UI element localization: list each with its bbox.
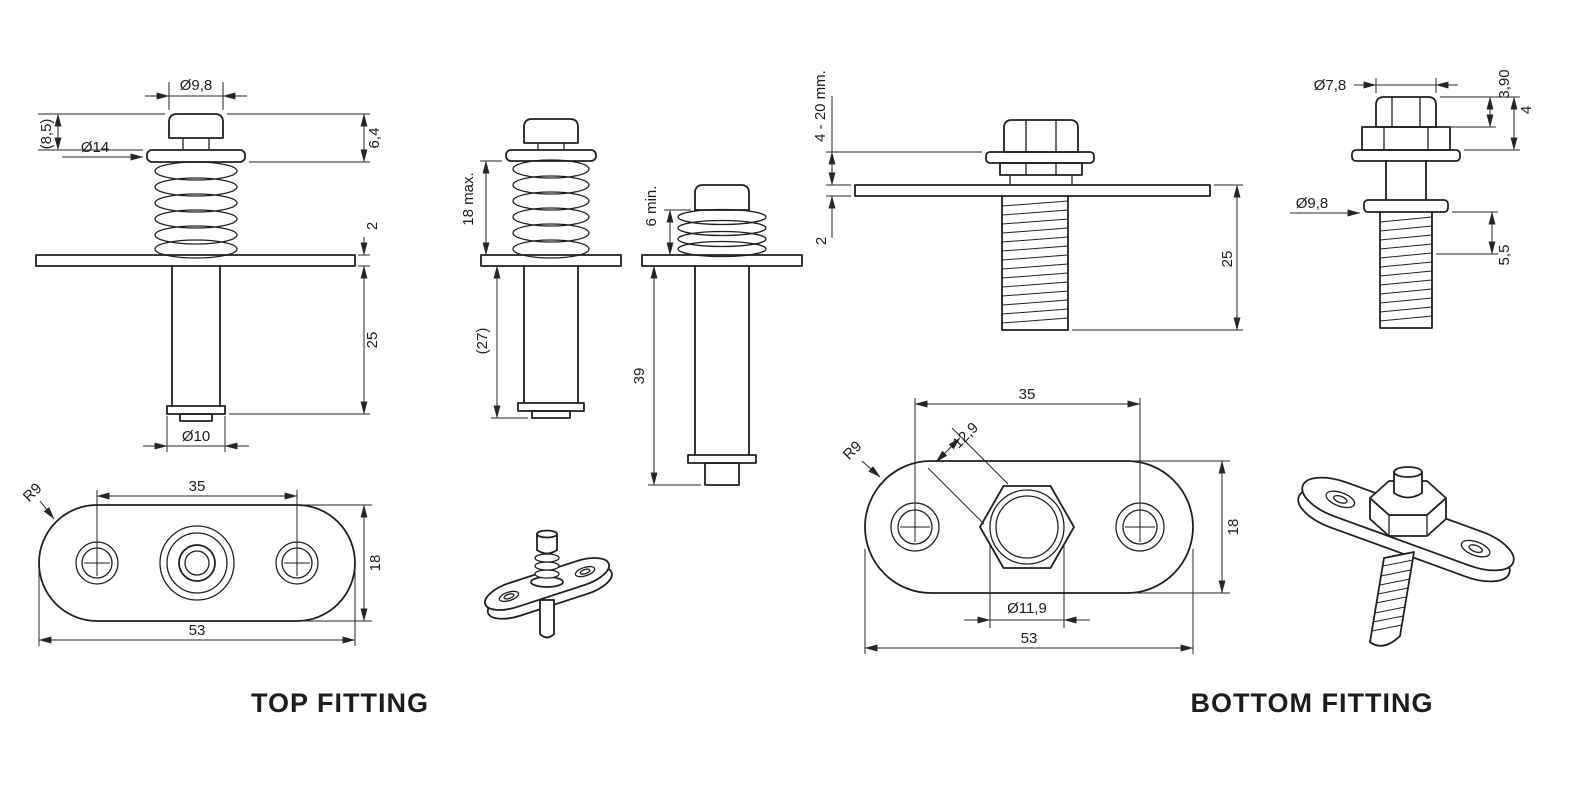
pin-collar [166, 405, 226, 415]
pin-shaft [171, 265, 221, 407]
washer [505, 149, 597, 162]
top-fitting-compressed-view: 6 min. 39 [631, 184, 803, 486]
pin-neck [182, 137, 210, 151]
dim-plate-thickness: 2 [364, 222, 381, 230]
top-fitting-plan-view: 35 R9 18 53 [20, 478, 384, 646]
iso-pin-cap [536, 533, 558, 555]
dim-bore-diameter: Ø11,9 [1007, 600, 1047, 617]
dim-spring-compressed-length: 6 min. [643, 186, 660, 227]
bottom-fitting-title: BOTTOM FITTING [1191, 688, 1434, 718]
screw-hole-right [275, 541, 319, 585]
pin-shaft [523, 265, 579, 404]
bolt-head [1003, 119, 1079, 153]
washer [146, 149, 246, 163]
dim-pin-length: 25 [364, 332, 381, 349]
dim-collar-height: 4 [1518, 106, 1535, 114]
plate-outline [38, 504, 356, 622]
flange-washer [985, 151, 1095, 164]
dim-hex-width: 12,9 [949, 419, 982, 452]
pin-cap [168, 113, 224, 139]
dim-corner-radius: R9 [840, 438, 866, 464]
pin-shaft [694, 265, 750, 456]
dim-cap-diameter: Ø9,8 [180, 77, 213, 94]
bottom-fitting-plan-view: 35 R9 12,9 18 Ø11,9 53 [840, 386, 1242, 654]
dim-plate-width: 18 [367, 555, 384, 572]
dim-hole-spacing: 35 [189, 478, 206, 495]
mounting-plate [854, 184, 1211, 197]
top-fitting-title: TOP FITTING [251, 688, 429, 718]
dim-plate-width: 18 [1225, 519, 1242, 536]
spring [154, 161, 238, 259]
dim-hole-spacing: 35 [1019, 386, 1036, 403]
mounting-plate [480, 254, 622, 267]
dim-spring-free-length: 18 max. [460, 172, 477, 225]
dim-washer-diameter: Ø9,8 [1296, 195, 1329, 212]
bottom-fitting-isometric-view [1293, 466, 1520, 647]
threaded-shaft [1379, 211, 1433, 329]
iso-threaded-stud [1369, 551, 1415, 647]
threaded-shaft [1001, 195, 1069, 331]
dim-plate-length: 53 [1021, 630, 1038, 647]
pin-cap [694, 184, 750, 211]
flange-washer [1351, 149, 1461, 162]
plate-outline [864, 460, 1194, 594]
center-hex-boss [979, 485, 1075, 569]
neck [1385, 160, 1427, 201]
center-boss [159, 525, 235, 601]
lower-washer [1363, 199, 1449, 213]
collar-nut [999, 162, 1083, 176]
dim-head-height: 3,90 [1496, 69, 1513, 98]
top-fitting-isometric-view [481, 529, 615, 639]
dim-under-plate-length: (27) [474, 328, 491, 355]
iso-stud-cap [1393, 466, 1423, 499]
pin-tip [179, 413, 213, 422]
dim-corner-radius: R9 [20, 480, 46, 506]
dim-total-length: 39 [631, 368, 648, 385]
iso-pin-shaft [539, 599, 555, 639]
top-fitting-front-view: Ø9,8 (8,5) Ø14 6,4 2 25 Ø10 [35, 77, 383, 452]
dim-plate-length: 53 [189, 622, 206, 639]
pin-cap [523, 118, 579, 144]
dim-thread-length: 25 [1219, 251, 1236, 268]
dim-thread-diameter: Ø7,8 [1314, 77, 1347, 94]
bottom-fitting-detail-view: Ø7,8 3,90 4 Ø9,8 5,5 [1290, 69, 1535, 329]
mounting-plate [35, 254, 356, 267]
dim-washer-diameter: Ø14 [81, 139, 109, 156]
dim-cap-height: 6,4 [366, 128, 383, 149]
bolt-head [1375, 96, 1437, 128]
dim-plate-thickness: 2 [813, 237, 830, 245]
bottom-fitting-front-view: 4 - 20 mm. 2 25 [812, 70, 1243, 331]
pin-tip [704, 462, 740, 486]
dim-boss-height: 5,5 [1496, 245, 1513, 266]
top-fitting-free-view: 18 max. (27) [460, 118, 622, 419]
spring [512, 159, 590, 259]
dim-pin-diameter: Ø10 [182, 428, 210, 445]
spring-compressed [677, 208, 767, 258]
dim-adjustment-range: 4 - 20 mm. [812, 70, 829, 142]
dim-head-offset: (8,5) [38, 119, 55, 150]
mounting-plate [641, 254, 803, 267]
hex-nut [1361, 126, 1451, 151]
